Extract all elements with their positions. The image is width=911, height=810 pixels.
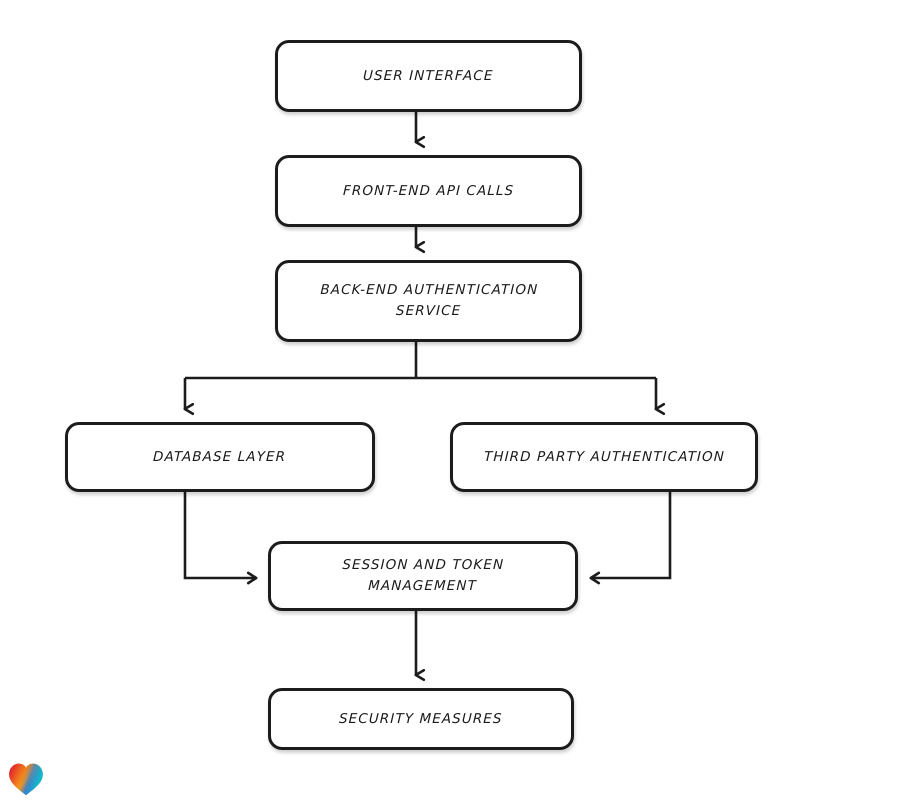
node-security-measures[interactable]: Security Measures xyxy=(268,688,574,750)
node-backend-authentication-service-label: Back-End Authentication Service xyxy=(319,282,539,319)
edge-database-layer-to-session-token xyxy=(183,492,258,585)
heart-icon xyxy=(9,763,43,796)
node-backend-authentication-service[interactable]: Back-End Authentication Service xyxy=(275,260,582,342)
node-frontend-api-calls[interactable]: Front-End API Calls xyxy=(275,155,582,227)
node-database-layer-label: Database Layer xyxy=(153,448,287,465)
node-session-and-token-management[interactable]: Session and Token Management xyxy=(268,541,578,611)
node-third-party-authentication-label: Third Party Authentication xyxy=(483,448,725,465)
node-security-measures-label: Security Measures xyxy=(338,710,504,727)
node-session-and-token-management-label: Session and Token Management xyxy=(342,557,505,594)
node-third-party-authentication[interactable]: Third Party Authentication xyxy=(450,422,758,492)
node-frontend-api-calls-label: Front-End API Calls xyxy=(342,182,515,199)
node-user-interface-label: User Interface xyxy=(363,67,495,84)
node-user-interface[interactable]: User Interface xyxy=(275,40,582,112)
edge-third-party-auth-to-session-token xyxy=(589,492,672,585)
node-database-layer[interactable]: Database Layer xyxy=(65,422,375,492)
